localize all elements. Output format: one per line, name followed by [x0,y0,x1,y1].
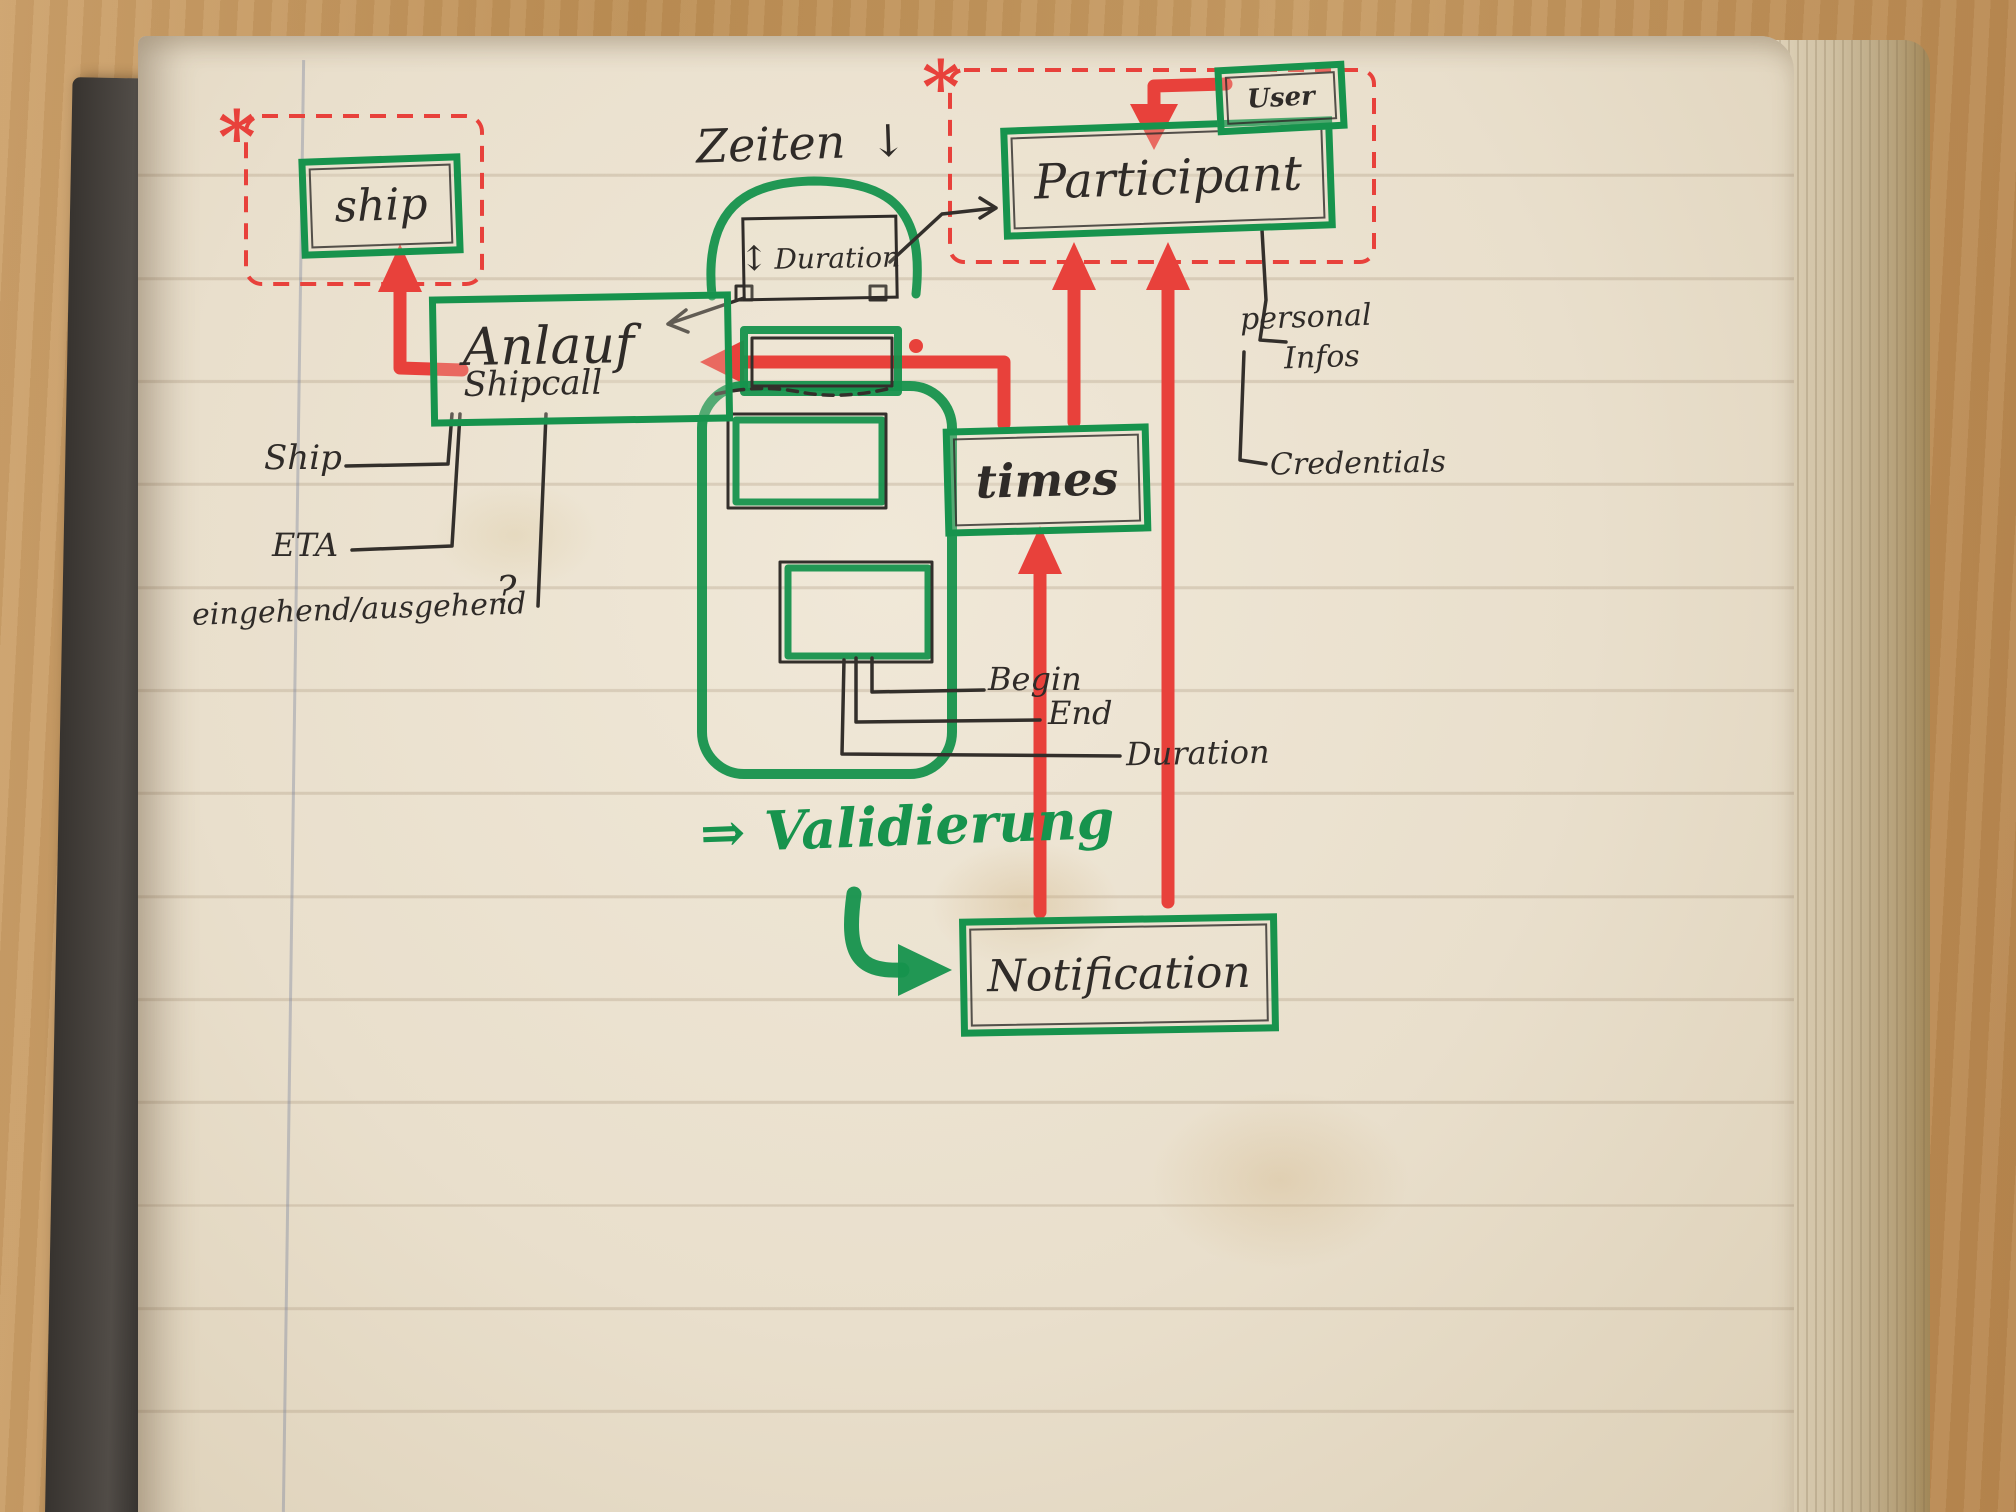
sketch-box-top-green [740,326,902,396]
entity-label-times: times [975,451,1119,509]
red-arrow-bottom-to-participant [1146,242,1190,909]
asterisk-mark-right: * [922,44,960,129]
entity-box-participant: Participant [1000,116,1336,240]
attr-begin: Begin [988,660,1082,698]
entity-label-notification: Notification [986,946,1252,1003]
connector-begin [870,656,986,694]
asterisk-mark-left: * [218,94,256,179]
connector-participant-personal-infos [1258,228,1288,344]
entity-label-duration: Duration [774,240,901,276]
sketch-box-top-outline [750,336,894,388]
attr-credentials: Credentials [1269,444,1447,483]
connector-anlauf-direction [536,412,548,608]
entity-box-anlauf: Anlauf Shipcall [428,291,734,427]
attr-personal-line2: Infos [1283,338,1361,377]
down-arrow-icon: ↓ [868,115,908,168]
connector-participant-credentials [1238,350,1268,466]
red-arrow-times-to-participant [1052,242,1096,429]
entity-label-ship: ship [333,178,429,233]
red-arrow-anlauf-to-ship [378,244,469,377]
entity-box-notification: Notification [958,913,1280,1037]
red-arrow-times-to-anlauf [700,340,1011,431]
connector-anlauf-eta [350,412,462,552]
sketch-box-bottom-green [784,564,932,660]
red-dashed-box-participant [948,68,1376,264]
entity-box-duration: ↕ Duration [739,214,901,302]
zeiten-text: Zeiten [695,114,847,174]
attr-ship: Ship [264,438,342,478]
attr-personal-line1: personal [1239,297,1373,338]
entity-box-times: times [942,423,1152,537]
black-arrow-duration-to-participant [888,196,998,264]
dashed-separator-line [714,386,894,397]
updown-arrow-icon: ↕ [739,238,769,280]
black-arrow-duration-to-anlauf [666,296,746,334]
validierung-annotation: ⇒ Validierung [699,787,1115,865]
red-dot-mark [909,339,923,353]
validierung-text: Validierung [763,786,1116,863]
entity-label-participant: Participant [1033,145,1303,211]
double-arrow-icon: ⇒ [699,799,747,866]
sketch-box-middle-green [732,416,886,506]
red-arrow-notification-to-times [1018,526,1062,919]
green-bracket-over-duration [706,176,922,301]
entity-box-ship: ship [298,153,464,259]
attr-direction-question: ? [496,568,517,612]
zeiten-annotation: Zeiten ↓ [695,112,907,173]
duration-box-feet [734,284,888,302]
red-arrow-user-to-participant [1130,77,1233,150]
entity-sublabel-shipcall: Shipcall [463,362,603,406]
entity-box-user: User [1214,60,1348,136]
red-dashed-box-ship [244,114,484,286]
entity-label-user: User [1246,81,1316,115]
attr-end: End [1048,694,1113,732]
connector-end [854,656,1042,724]
connector-duration-attr [840,658,1122,758]
attr-eta: ETA [272,526,339,564]
green-hook-arrow-to-notification [844,886,952,996]
connector-anlauf-ship-attr [344,412,454,468]
attr-duration: Duration [1125,732,1270,774]
sketch-box-middle-outline [726,412,888,510]
attr-direction: eingehend/ausgehend [191,586,528,633]
